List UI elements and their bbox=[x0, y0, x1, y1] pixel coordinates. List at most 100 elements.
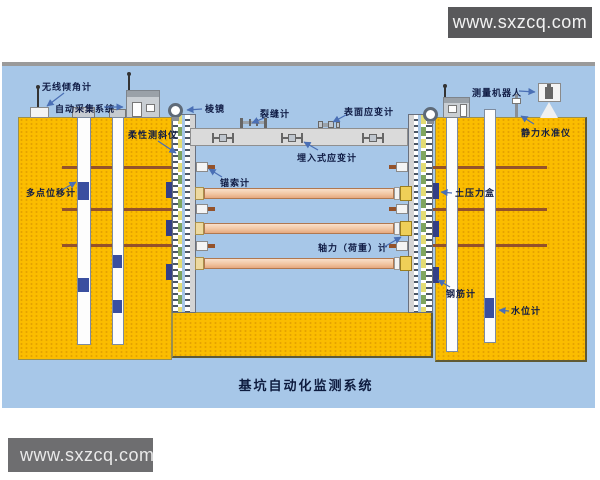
embedded-strain-gauge-icon bbox=[219, 134, 227, 142]
antenna-icon bbox=[37, 88, 39, 107]
prism-icon bbox=[168, 103, 183, 118]
surface-strain-gauge-icon bbox=[328, 121, 334, 128]
hydrostatic-level-head bbox=[512, 98, 521, 104]
label-embedded-strain-gauge: 埋入式应变计 bbox=[297, 153, 358, 163]
rebar-meter-sensor bbox=[432, 267, 439, 283]
label-hydrostatic-level: 静力水准仪 bbox=[521, 128, 572, 138]
extensometer-sensor bbox=[78, 278, 89, 292]
anchor-head bbox=[396, 241, 408, 251]
earth-pressure-cell-sensor bbox=[166, 264, 173, 280]
axial-load-cell-block bbox=[400, 221, 412, 236]
hydrostatic-level-post bbox=[515, 104, 518, 117]
surface-strain-gauge-icon bbox=[323, 123, 328, 127]
survey-robot-icon bbox=[545, 87, 553, 99]
crack-meter-icon bbox=[264, 118, 267, 128]
antenna-icon bbox=[444, 87, 446, 97]
strut-end-cap bbox=[195, 257, 204, 270]
antenna-icon bbox=[128, 75, 130, 90]
label-crack-meter: 裂缝计 bbox=[260, 109, 291, 119]
wall-inclinometer-strip bbox=[173, 115, 178, 312]
cabin-roof bbox=[127, 91, 159, 97]
label-rebar-meter: 钢筋计 bbox=[446, 289, 477, 299]
wall-inclinometer-strip bbox=[413, 115, 419, 312]
wall-inner-face bbox=[409, 115, 414, 312]
strut-end-cap bbox=[195, 222, 204, 235]
steel-strut bbox=[204, 258, 394, 269]
anchor-head bbox=[396, 162, 408, 172]
pit-floor-soil bbox=[172, 312, 433, 358]
survey-robot-icon bbox=[547, 84, 551, 87]
label-prism: 棱镜 bbox=[205, 104, 226, 114]
cabin-door bbox=[132, 102, 142, 117]
embedded-strain-gauge-icon bbox=[288, 134, 296, 142]
left-soil-block bbox=[18, 117, 172, 360]
right-retaining-wall bbox=[408, 114, 433, 313]
strut-end-cap bbox=[195, 187, 204, 200]
label-anchor-cable-meter: 锚索计 bbox=[220, 178, 251, 188]
cabin-window bbox=[448, 105, 457, 113]
multipoint-extensometer-tube bbox=[77, 117, 91, 345]
wall-inclinometer-strip bbox=[184, 115, 191, 312]
anchor-head bbox=[396, 204, 408, 214]
label-auto-acquisition: 自动采集系统 bbox=[55, 104, 116, 114]
antenna-tip-icon bbox=[127, 72, 131, 76]
water-level-sensor bbox=[485, 298, 494, 318]
anchor-rod bbox=[62, 208, 196, 211]
crack-meter-icon bbox=[240, 118, 243, 128]
strut-end-cap bbox=[394, 257, 400, 270]
earth-pressure-cell-sensor bbox=[166, 182, 173, 198]
label-surface-strain-gauge: 表面应变计 bbox=[344, 107, 395, 117]
wall-segment-strip bbox=[420, 115, 426, 312]
label-flexible-inclinometer: 柔性测斜仪 bbox=[128, 130, 179, 140]
label-axial-force-load-cell: 轴力（荷重）计 bbox=[318, 243, 389, 253]
earth-pressure-cell-sensor bbox=[432, 183, 439, 199]
strut-end-cap bbox=[394, 187, 400, 200]
wall-gap bbox=[418, 115, 421, 312]
extensometer-sensor bbox=[78, 182, 89, 200]
water-level-tube bbox=[484, 109, 496, 343]
label-survey-robot: 测量机器人 bbox=[472, 88, 523, 98]
prism-mount bbox=[427, 121, 434, 124]
antenna-tip-icon bbox=[36, 85, 40, 89]
axial-load-cell-block bbox=[400, 256, 412, 271]
diagram-top-border bbox=[2, 62, 595, 66]
antenna-tip-icon bbox=[443, 84, 447, 88]
surface-strain-gauge-icon bbox=[336, 122, 340, 128]
anchor-head-tip bbox=[208, 165, 215, 169]
label-multipoint-extensometer: 多点位移计 bbox=[26, 188, 77, 198]
anchor-head bbox=[196, 204, 208, 214]
watermark-bottom: www.sxzcq.com bbox=[8, 438, 154, 472]
anchor-head-tip bbox=[389, 165, 396, 169]
anchor-rod bbox=[62, 166, 196, 169]
label-water-level-meter: 水位计 bbox=[511, 306, 542, 316]
survey-robot-pillar bbox=[540, 102, 558, 118]
anchor-head bbox=[196, 162, 208, 172]
crack-meter-icon bbox=[243, 121, 264, 124]
inclinometer-sensor bbox=[113, 255, 122, 268]
label-earth-pressure-cell: 土压力盒 bbox=[455, 188, 496, 198]
strut-end-cap bbox=[394, 222, 400, 235]
embedded-strain-gauge-icon bbox=[369, 134, 377, 142]
surface-strain-gauge-icon bbox=[318, 121, 323, 128]
inclinometer-sensor bbox=[113, 300, 122, 313]
anchor-head-tip bbox=[208, 207, 215, 211]
cabin-roof bbox=[444, 98, 469, 103]
watermark-top: www.sxzcq.com bbox=[448, 7, 592, 38]
inclinometer-tube bbox=[112, 117, 124, 345]
right-soil-block bbox=[435, 117, 587, 362]
cabin-window bbox=[146, 104, 155, 112]
prism-mount bbox=[172, 117, 179, 121]
right-borehole-tube bbox=[446, 117, 458, 352]
anchor-head-tip bbox=[208, 244, 215, 248]
wall-inclinometer-strip bbox=[425, 115, 432, 312]
label-wireless-tilt-meter: 无线倾角计 bbox=[42, 82, 93, 92]
anchor-head bbox=[196, 241, 208, 251]
left-retaining-wall bbox=[172, 114, 196, 313]
prism-icon bbox=[423, 107, 438, 122]
steel-strut bbox=[204, 223, 394, 234]
wall-inner-face bbox=[190, 115, 195, 312]
earth-pressure-cell-sensor bbox=[432, 221, 439, 237]
wall-segment-strip bbox=[177, 115, 183, 312]
cabin-door bbox=[460, 104, 467, 117]
